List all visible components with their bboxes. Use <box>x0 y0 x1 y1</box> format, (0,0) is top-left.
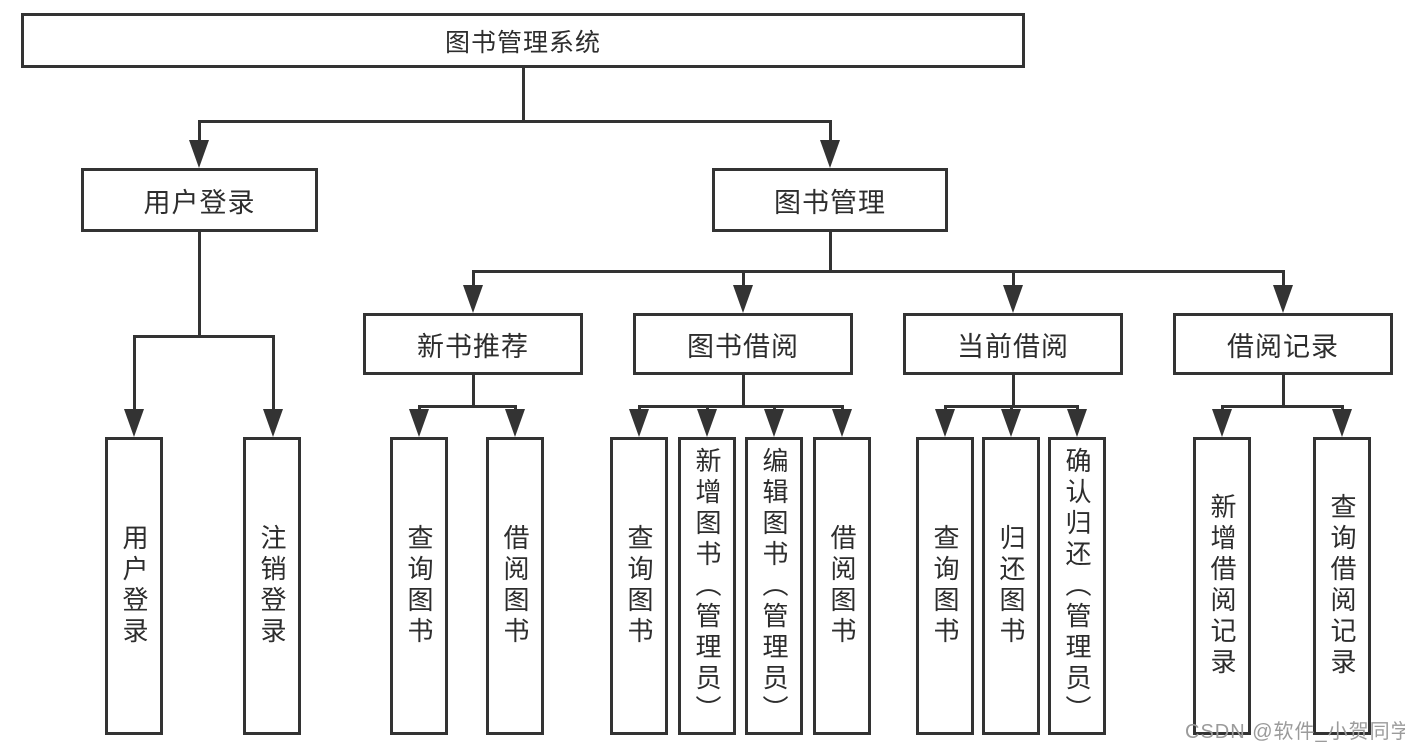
node-label: 新书推荐 <box>417 331 529 362</box>
arrowhead-down-icon <box>409 409 429 437</box>
node-new-book-recommendation: 新书推荐 <box>363 313 583 375</box>
connector-line-vertical <box>1281 270 1285 289</box>
leaf-query-books-recommend: 查询图书 <box>390 437 448 735</box>
leaf-edit-books-admin: 编辑图书（管理员） <box>745 437 803 735</box>
arrowhead-down-icon <box>820 140 840 168</box>
node-label: 图书借阅 <box>687 331 799 362</box>
connector-line-vertical <box>828 232 832 271</box>
connector-line-vertical <box>828 120 832 146</box>
connector-line-horizontal <box>943 405 1079 408</box>
connector-line-vertical <box>741 270 745 289</box>
connector-line-vertical <box>1011 270 1015 289</box>
leaf-query-borrow-record: 查询借阅记录 <box>1313 437 1371 735</box>
leaf-borrow-books-recommend: 借阅图书 <box>486 437 544 735</box>
leaf-label: 查询图书 <box>930 524 960 648</box>
leaf-borrow-books: 借阅图书 <box>813 437 871 735</box>
node-label: 当前借阅 <box>957 331 1069 362</box>
connector-line-vertical <box>1011 375 1015 406</box>
leaf-label: 注销登录 <box>257 524 287 648</box>
arrowhead-down-icon <box>124 409 144 437</box>
node-book-borrowing: 图书借阅 <box>633 313 853 375</box>
arrowhead-down-icon <box>1332 409 1352 437</box>
arrowhead-down-icon <box>1067 409 1087 437</box>
arrowhead-down-icon <box>505 409 525 437</box>
arrowhead-down-icon <box>629 409 649 437</box>
connector-line-horizontal <box>471 270 1285 273</box>
connector-line-horizontal <box>132 335 275 338</box>
leaf-logout: 注销登录 <box>243 437 301 735</box>
node-label: 图书管理 <box>774 187 886 218</box>
leaf-label: 借阅图书 <box>500 524 530 648</box>
node-label: 用户登录 <box>143 187 256 218</box>
node-library-management-system: 图书管理系统 <box>21 13 1025 68</box>
leaf-query-books-current: 查询图书 <box>916 437 974 735</box>
connector-line-vertical <box>741 375 745 406</box>
node-user-login: 用户登录 <box>81 168 318 232</box>
arrowhead-down-icon <box>697 409 717 437</box>
connector-line-vertical <box>1281 375 1285 406</box>
node-book-management: 图书管理 <box>712 168 948 232</box>
leaf-confirm-return-admin: 确认归还（管理员） <box>1048 437 1106 735</box>
arrowhead-down-icon <box>1212 409 1232 437</box>
leaf-label: 查询借阅记录 <box>1327 493 1357 679</box>
connector-line-vertical <box>471 270 475 289</box>
leaf-label: 用户登录 <box>119 524 149 648</box>
leaf-label: 编辑图书（管理员） <box>759 446 789 726</box>
leaf-label: 归还图书 <box>996 524 1026 648</box>
leaf-label: 新增图书（管理员） <box>692 446 722 726</box>
node-label: 借阅记录 <box>1227 331 1339 362</box>
connector-line-horizontal <box>1220 405 1344 408</box>
connector-line-vertical <box>132 335 136 411</box>
connector-line-horizontal <box>637 405 844 408</box>
arrowhead-down-icon <box>935 409 955 437</box>
leaf-return-books: 归还图书 <box>982 437 1040 735</box>
arrowhead-down-icon <box>764 409 784 437</box>
connector-line-vertical <box>471 375 475 406</box>
node-current-borrowing: 当前借阅 <box>903 313 1123 375</box>
arrowhead-down-icon <box>1001 409 1021 437</box>
arrowhead-down-icon <box>832 409 852 437</box>
leaf-label: 查询图书 <box>404 524 434 648</box>
connector-line-horizontal <box>417 405 517 408</box>
connector-line-vertical <box>521 68 525 121</box>
node-borrowing-records: 借阅记录 <box>1173 313 1393 375</box>
node-label: 图书管理系统 <box>444 28 601 57</box>
leaf-query-books-borrowing: 查询图书 <box>610 437 668 735</box>
arrowhead-down-icon <box>263 409 283 437</box>
arrowhead-down-icon <box>1273 285 1293 313</box>
leaf-label: 新增借阅记录 <box>1207 493 1237 679</box>
connector-line-horizontal <box>197 120 832 123</box>
arrowhead-down-icon <box>733 285 753 313</box>
connector-line-vertical <box>197 232 201 336</box>
connector-line-vertical <box>197 120 201 146</box>
connector-line-vertical <box>271 335 275 411</box>
leaf-label: 查询图书 <box>624 524 654 648</box>
leaf-label: 确认归还（管理员） <box>1062 446 1092 726</box>
arrowhead-down-icon <box>1003 285 1023 313</box>
watermark-text: CSDN @软件_小贺同学 <box>1185 721 1405 743</box>
arrowhead-down-icon <box>463 285 483 313</box>
leaf-add-books-admin: 新增图书（管理员） <box>678 437 736 735</box>
leaf-add-borrow-record: 新增借阅记录 <box>1193 437 1251 735</box>
leaf-label: 借阅图书 <box>827 524 857 648</box>
arrowhead-down-icon <box>189 140 209 168</box>
leaf-user-login: 用户登录 <box>105 437 163 735</box>
